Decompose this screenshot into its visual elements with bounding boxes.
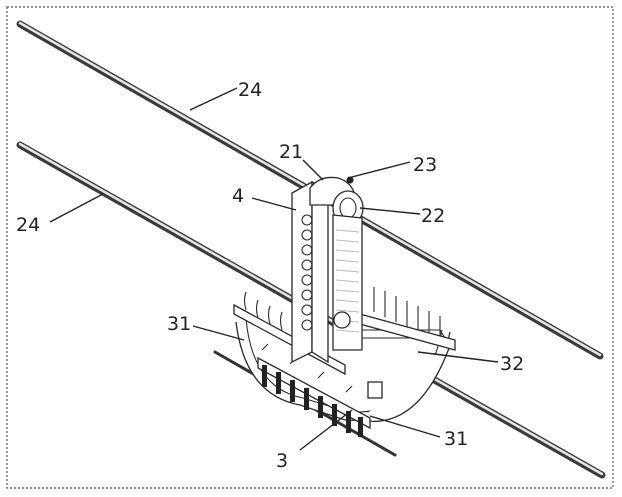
label-plate: 4 (232, 185, 244, 207)
label-left-comb: 31 (167, 313, 191, 335)
clamp-assembly (309, 176, 364, 351)
base-comb (257, 343, 383, 437)
drawing-frame (6, 6, 614, 489)
leader-lines (49, 87, 499, 451)
label-roller: 22 (421, 205, 445, 227)
label-top-screw: 23 (413, 154, 437, 176)
label-lower-rail: 24 (16, 214, 40, 236)
label-right-tray: 32 (500, 353, 524, 375)
vertical-plate (291, 180, 329, 364)
label-upper-rail: 24 (238, 79, 262, 101)
label-base-comb: 3 (276, 450, 288, 472)
label-lower-arm: 31 (444, 428, 468, 450)
tray-teeth (344, 287, 456, 351)
label-clamp-body: 21 (279, 141, 303, 163)
